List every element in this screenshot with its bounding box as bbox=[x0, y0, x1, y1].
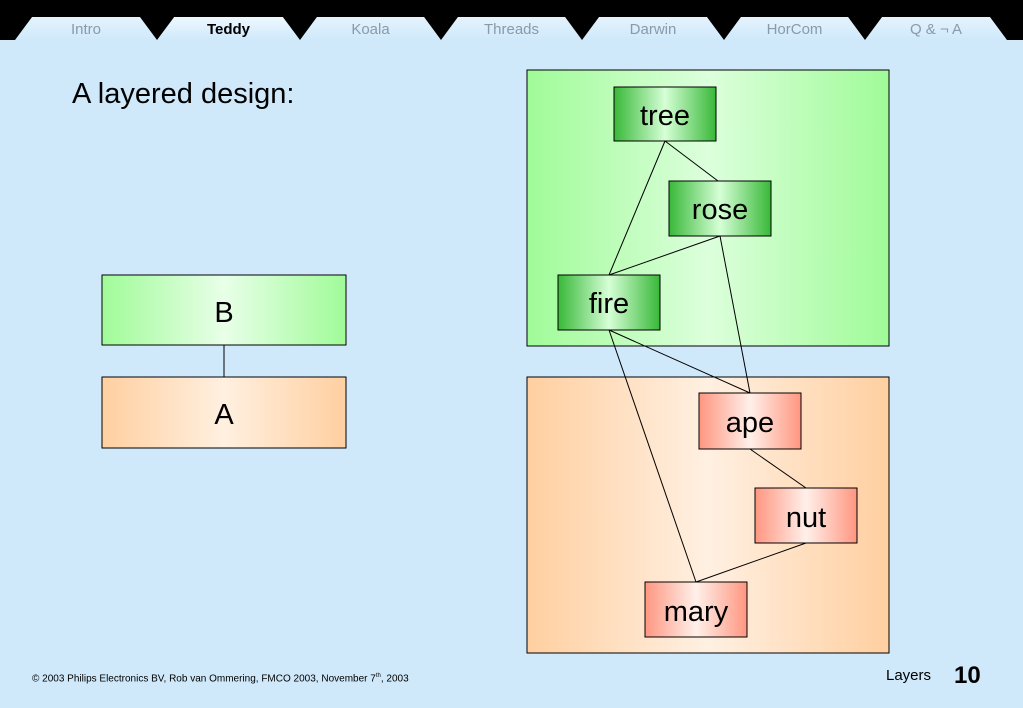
node-tree bbox=[613, 86, 717, 142]
tab-koala[interactable]: Koala bbox=[300, 17, 441, 40]
edge-nut-mary bbox=[695, 542, 807, 583]
layer-a-box bbox=[101, 376, 347, 449]
edge-rose-ape bbox=[719, 235, 751, 394]
node-mary bbox=[644, 581, 748, 638]
node-mary-label: mary bbox=[664, 596, 729, 628]
footer-copyright: © 2003 Philips Electronics BV, Rob van O… bbox=[32, 673, 409, 684]
tab-horcom[interactable]: HorCom bbox=[724, 17, 865, 40]
node-tree-label: tree bbox=[640, 100, 690, 132]
tab-darwin[interactable]: Darwin bbox=[582, 17, 724, 40]
node-rose bbox=[668, 180, 772, 237]
node-rose-label: rose bbox=[692, 194, 748, 226]
tab-q-not-a[interactable]: Q & ¬ A bbox=[865, 17, 1007, 40]
copyright-year: , 2003 bbox=[380, 673, 409, 685]
edge-tree-rose bbox=[664, 140, 719, 182]
edge-tree-fire bbox=[608, 140, 666, 276]
section-name: Layers bbox=[886, 667, 932, 684]
layer-b-label: B bbox=[214, 297, 233, 329]
tab-intro[interactable]: Intro bbox=[15, 17, 157, 40]
tab-teddy[interactable]: Teddy bbox=[157, 17, 300, 40]
copyright-superscript: th bbox=[375, 673, 381, 679]
node-fire-label: fire bbox=[589, 288, 629, 320]
node-nut-label: nut bbox=[786, 502, 826, 534]
node-ape-label: ape bbox=[726, 407, 774, 439]
edge-fire-mary bbox=[608, 329, 697, 583]
layer-b-box bbox=[101, 274, 347, 346]
copyright-text: © 2003 Philips Electronics BV, Rob van O… bbox=[32, 673, 376, 685]
edge-ape-nut bbox=[749, 448, 807, 489]
node-ape bbox=[698, 392, 802, 450]
layer-a-label: A bbox=[214, 399, 234, 431]
edge-rose-fire bbox=[608, 235, 721, 276]
node-nut bbox=[754, 487, 858, 544]
node-fire bbox=[557, 274, 661, 331]
slide-title: A layered design: bbox=[72, 78, 295, 110]
page-number: 10 bbox=[954, 662, 981, 689]
tab-threads[interactable]: Threads bbox=[441, 17, 582, 40]
edge-fire-ape bbox=[608, 329, 751, 394]
navigation-bar: Intro Teddy Koala Threads Darwin HorCom … bbox=[0, 0, 1023, 40]
dependency-edges bbox=[608, 140, 807, 583]
